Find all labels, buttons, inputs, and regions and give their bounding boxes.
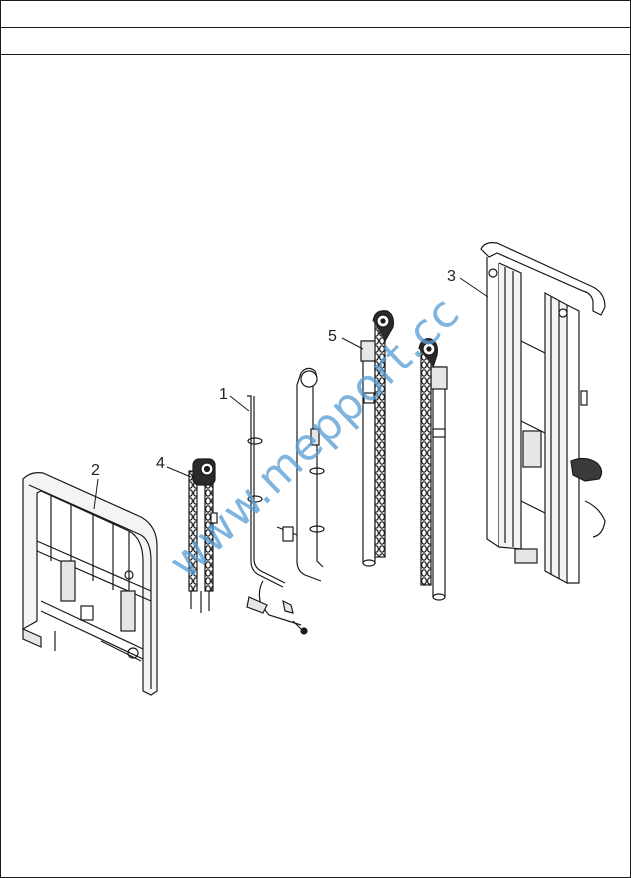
lift-cylinder-part-4 [188,458,218,613]
header-row-top [1,1,630,28]
hydraulic-piping-part-1 [246,367,325,635]
header-row-bottom [1,28,630,55]
callout-5: 5 [328,328,337,345]
mast-assembly-part-3 [480,242,606,585]
free-lift-cylinder-part-5 [360,310,394,567]
callout-leaders [93,277,489,510]
callout-3: 3 [447,268,456,285]
fork-carriage-part-2 [22,472,158,696]
secondary-lift-cylinder [418,338,448,601]
callout-4: 4 [156,455,165,472]
callout-1: 1 [219,386,228,403]
callout-2: 2 [91,462,100,479]
